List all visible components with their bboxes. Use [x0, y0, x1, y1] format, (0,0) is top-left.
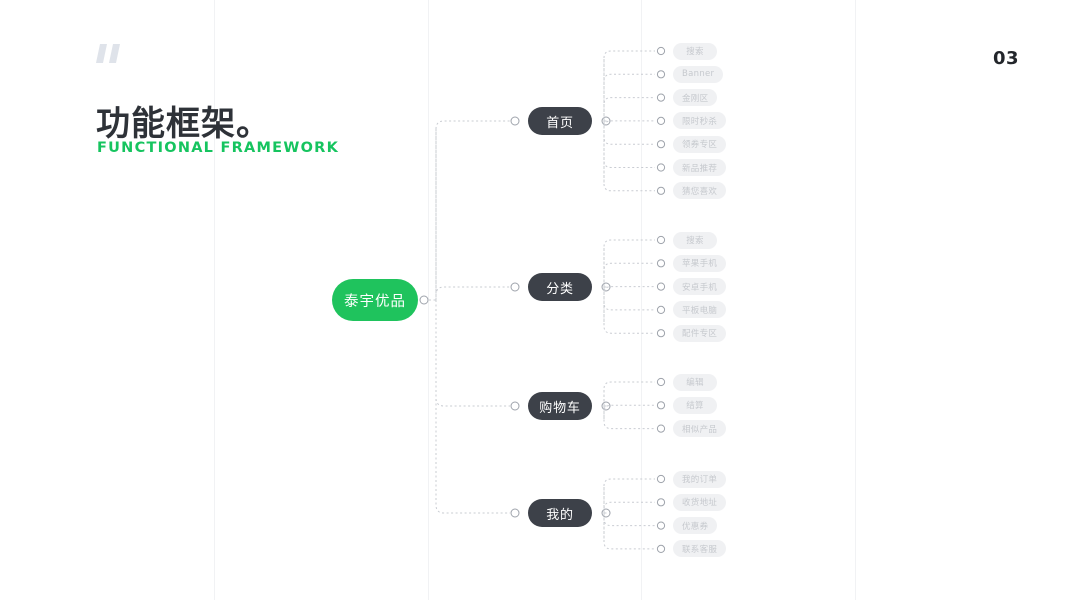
mindmap-leaf-node[interactable]: 限时秒杀 — [673, 112, 727, 130]
mindmap-leaf-node[interactable]: 搜索 — [673, 42, 717, 60]
guide-line-2 — [428, 0, 429, 600]
mindmap-root-node[interactable]: 泰宇优品 — [332, 279, 418, 321]
mindmap-leaf-node[interactable]: 金刚区 — [673, 89, 718, 107]
mindmap-branch-node[interactable]: 我的 — [528, 499, 592, 527]
guide-line-4 — [855, 0, 856, 600]
mindmap-leaf-node[interactable]: 收货地址 — [673, 493, 727, 511]
mindmap-leaf-node[interactable]: 安卓手机 — [673, 278, 727, 296]
mindmap-branch-node[interactable]: 首页 — [528, 107, 592, 135]
mindmap-leaf-node[interactable]: 配件专区 — [673, 324, 727, 342]
page-number: 03 — [992, 48, 1019, 69]
mindmap-leaf-node[interactable]: 联系客服 — [673, 540, 727, 558]
mindmap-leaf-node[interactable]: 相似产品 — [673, 420, 727, 438]
mindmap-branch-node[interactable]: 购物车 — [528, 392, 592, 420]
mindmap-leaf-node[interactable]: 我的订单 — [673, 470, 727, 488]
mindmap-leaf-node[interactable]: 猜您喜欢 — [673, 182, 727, 200]
page-title: 功能框架。 — [96, 104, 271, 144]
mindmap-leaf-node[interactable]: 领券专区 — [673, 135, 727, 153]
mindmap-leaf-node[interactable]: 苹果手机 — [673, 254, 727, 272]
mindmap-leaf-node[interactable]: Banner — [673, 65, 724, 83]
mindmap-leaf-node[interactable]: 编辑 — [673, 373, 717, 391]
mindmap-leaf-node[interactable]: 优惠券 — [673, 517, 718, 535]
guide-line-1 — [214, 0, 215, 600]
mindmap-leaf-node[interactable]: 平板电脑 — [673, 301, 727, 319]
mindmap-leaf-node[interactable]: 结算 — [673, 396, 717, 414]
page-subtitle: FUNCTIONAL FRAMEWORK — [97, 140, 340, 156]
mindmap-leaf-node[interactable]: 搜索 — [673, 231, 717, 249]
mindmap-leaf-node[interactable]: 新品推荐 — [673, 159, 727, 176]
mindmap-branch-node[interactable]: 分类 — [528, 273, 592, 301]
